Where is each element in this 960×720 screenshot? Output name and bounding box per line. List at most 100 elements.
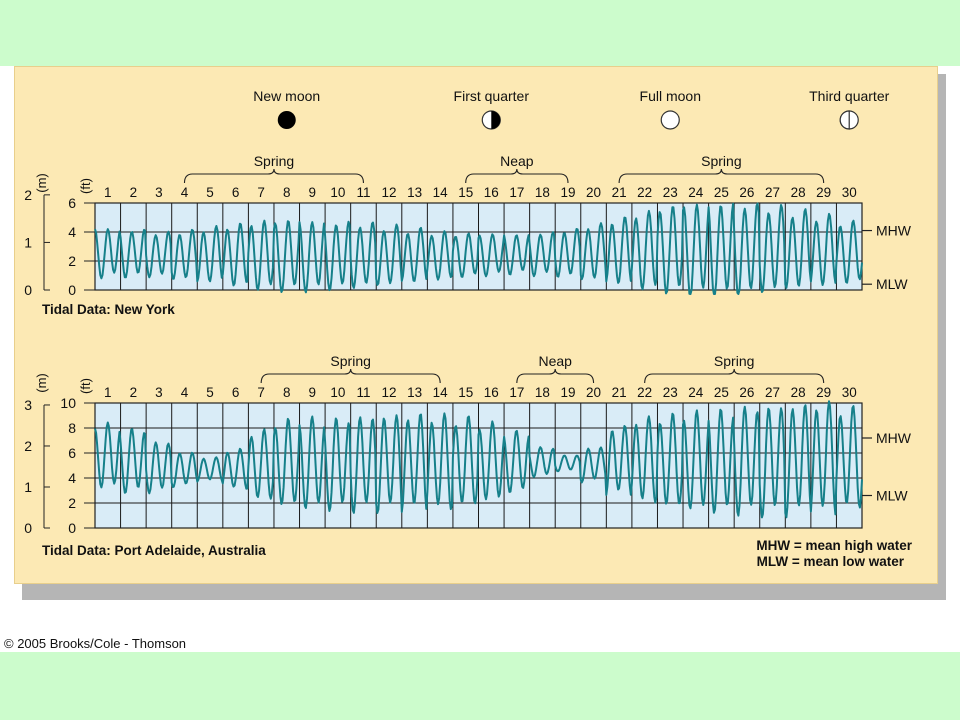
spring-bracket: Spring [618,153,825,184]
bracket-line [644,368,825,384]
day-tick-label: 2 [130,185,138,200]
day-tick-label: 8 [283,185,291,200]
third-quarter-moon-icon [839,110,859,130]
mhw-label: MHW [876,223,912,239]
bracket-line [618,168,825,184]
spring-bracket: Spring [183,153,364,184]
day-tick-label: 11 [356,385,370,400]
bracket-line [516,368,595,384]
moon-lit-half [839,110,850,130]
day-tick-label: 13 [407,185,422,200]
moon-phase-label: First quarter [454,88,530,104]
moon-phase-label: Full moon [640,88,701,104]
meter-tick-label: 2 [24,438,32,454]
day-tick-label: 3 [155,185,163,200]
day-tick-label: 10 [330,385,345,400]
bracket-line [183,168,364,184]
day-tick-label: 4 [181,185,189,200]
moon-disc [277,111,296,129]
bracket-line [260,368,441,384]
mhw-label: MHW [876,430,912,446]
period-label: Spring [701,153,741,169]
ft-tick-label: 0 [68,282,76,298]
ft-tick-label: 6 [68,445,76,461]
period-label: Spring [330,353,370,369]
day-tick-label: 24 [688,185,704,200]
day-tick-label: 18 [535,385,550,400]
day-tick-label: 6 [232,385,240,400]
day-tick-label: 27 [765,185,780,200]
panel-title: Tidal Data: Port Adelaide, Australia [42,543,266,558]
day-tick-label: 1 [104,385,112,400]
day-tick-label: 24 [688,385,704,400]
moon-phase-label: Third quarter [809,88,889,104]
day-tick-label: 13 [407,385,422,400]
day-tick-label: 22 [637,385,652,400]
day-tick-label: 23 [663,385,678,400]
day-tick-label: 21 [612,385,627,400]
day-tick-label: 20 [586,385,601,400]
legend-mlw: MLW = mean low water [757,554,905,569]
day-tick-label: 27 [765,385,780,400]
meter-tick-label: 1 [24,234,32,250]
full-moon-icon [660,110,680,130]
period-label: Neap [500,153,534,169]
day-tick-label: 19 [560,385,575,400]
day-tick-label: 9 [309,385,317,400]
tide-curve [94,202,863,295]
day-tick-label: 25 [714,385,729,400]
day-tick-label: 25 [714,185,729,200]
day-tick-label: 10 [330,185,345,200]
spring-bracket: Spring [644,353,825,384]
day-tick-label: 7 [257,385,265,400]
day-tick-label: 4 [181,385,189,400]
day-tick-label: 14 [433,385,449,400]
day-tick-label: 3 [155,385,163,400]
meter-tick-label: 1 [24,479,32,495]
day-tick-label: 15 [458,385,473,400]
day-tick-label: 17 [509,185,524,200]
neap-bracket: Neap [516,353,595,384]
new-moon-icon [277,111,296,129]
period-label: Spring [254,153,294,169]
day-tick-label: 18 [535,185,550,200]
day-tick-label: 23 [663,185,678,200]
day-tick-label: 8 [283,385,291,400]
neap-bracket: Neap [465,153,569,184]
ft-unit-label: (ft) [78,378,93,394]
tide-curve [94,400,863,519]
day-tick-label: 30 [842,385,857,400]
bracket-line [465,168,569,184]
ft-tick-label: 8 [68,420,76,436]
day-tick-label: 1 [104,185,112,200]
day-tick-label: 26 [739,185,754,200]
legend-mhw: MHW = mean high water [756,538,912,553]
day-tick-label: 28 [791,185,806,200]
day-tick-label: 7 [257,185,265,200]
ft-tick-label: 6 [68,195,76,211]
day-tick-label: 29 [816,385,831,400]
moon-lit-half [491,111,501,129]
day-tick-label: 9 [309,185,317,200]
meter-tick-label: 3 [24,397,32,413]
meter-unit-label: (m) [34,373,49,393]
ft-unit-label: (ft) [78,178,93,194]
spring-bracket: Spring [260,353,441,384]
day-tick-label: 21 [612,185,627,200]
meter-unit-label: (m) [34,173,49,193]
day-tick-label: 16 [484,185,499,200]
ft-tick-label: 4 [68,224,76,240]
meter-axis: 012(m) [24,173,50,298]
day-tick-label: 12 [382,385,397,400]
day-tick-label: 20 [586,185,601,200]
day-tick-label: 30 [842,185,857,200]
meter-tick-label: 2 [24,187,32,203]
